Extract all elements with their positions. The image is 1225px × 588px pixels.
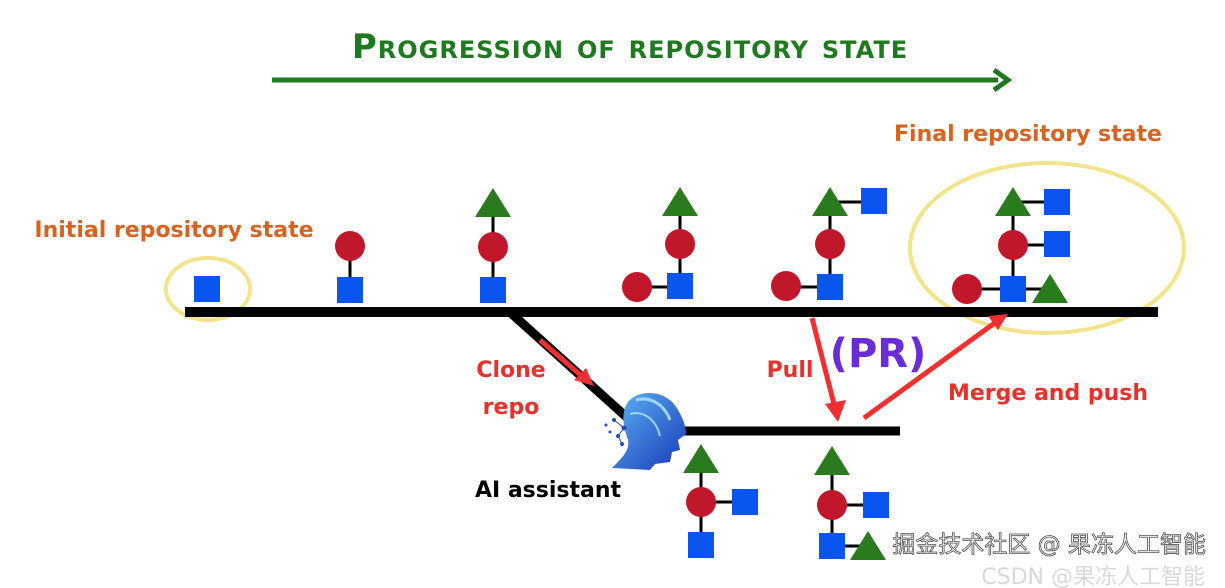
branch-state-1	[683, 444, 758, 558]
pull-arrow	[809, 317, 846, 422]
branch-state-2	[814, 446, 889, 560]
pull-label: Pull	[767, 358, 814, 383]
state-2	[335, 231, 365, 303]
initial-highlight	[164, 256, 252, 322]
repo-label: repo	[483, 395, 540, 420]
watermark-primary: 掘金技术社区 @ 果冻人工智能	[892, 532, 1206, 558]
state-3	[475, 188, 511, 303]
final-state-label: Final repository state	[894, 122, 1162, 147]
watermark-secondary: CSDN @果冻人工智能	[981, 565, 1205, 588]
clone-label: Clone	[476, 358, 545, 383]
state-4	[622, 187, 698, 302]
state-1	[194, 276, 220, 302]
initial-state-label: Initial repository state	[34, 218, 313, 243]
merge-push-label: Merge and push	[948, 381, 1148, 406]
final-highlight	[908, 161, 1186, 335]
title: Progression of repository state	[352, 27, 908, 67]
state-5	[771, 187, 887, 301]
progression-arrow	[272, 67, 1013, 93]
clone-arrow	[538, 338, 594, 386]
ai-assistant-label: AI assistant	[475, 478, 622, 503]
ai-head-icon	[604, 392, 686, 470]
pr-label: (PR)	[830, 331, 927, 377]
merge-push-arrow	[862, 314, 1008, 421]
state-final	[952, 187, 1070, 304]
